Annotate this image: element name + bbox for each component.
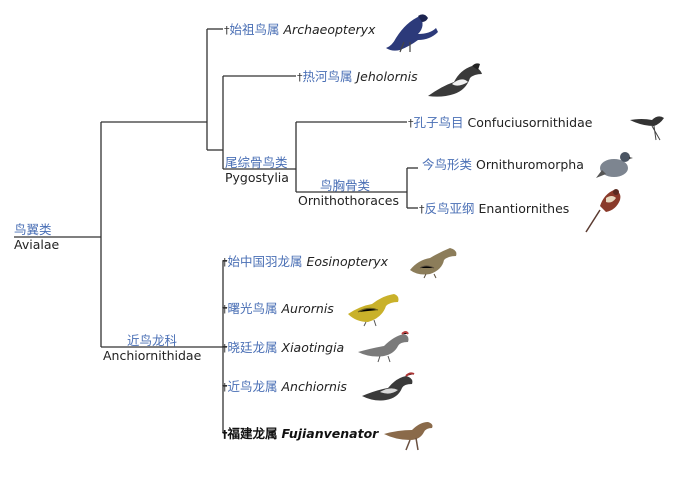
leaf-lat: Anchiornis: [281, 379, 347, 394]
leaf-ornithuromorpha: 今鸟形类 Ornithuromorpha: [422, 157, 584, 173]
leaf-lat: Enantiornithes: [478, 201, 570, 216]
extinct-dagger: †: [222, 428, 228, 441]
extinct-dagger: †: [222, 256, 228, 269]
extinct-dagger: †: [222, 303, 228, 316]
root-label-zh: 鸟翼类: [14, 222, 52, 237]
leaf-lat: Fujianvenator: [281, 426, 379, 441]
leaf-zh: 曙光鸟属: [227, 301, 278, 316]
pigeon-illustration: [596, 152, 633, 178]
aurornis-illustration: [348, 294, 399, 327]
leaf-zh: 今鸟形类: [422, 157, 473, 172]
leaf-fujianvenator: †福建龙属 Fujianvenator: [222, 426, 378, 442]
leaf-lat: Archaeopteryx: [283, 22, 376, 37]
pygostylia-label: 尾综骨鸟类 Pygostylia: [225, 155, 289, 185]
leaf-enantiornithes: †反鸟亚纲 Enantiornithes: [419, 201, 569, 217]
anchiornithidae-label-zh: 近鸟龙科: [127, 333, 178, 348]
leaf-lat: Eosinopteryx: [306, 254, 389, 269]
ornithothoraces-label-zh: 鸟胸骨类: [320, 178, 371, 193]
leaf-confuciusornithidae: †孔子鸟目 Confuciusornithidae: [408, 115, 592, 131]
leaf-zh: 晓廷龙属: [227, 340, 278, 355]
extinct-dagger: †: [222, 381, 228, 394]
fujianvenator-illustration: [384, 422, 433, 451]
ornithothoraces-label: 鸟胸骨类 Ornithothoraces: [298, 178, 399, 208]
leaf-zh: 始祖鸟属: [229, 22, 280, 37]
enantiornithine-illustration: [585, 189, 621, 233]
confuciusornis-illustration: [630, 116, 664, 141]
leaf-aurornis: †曙光鸟属 Aurornis: [222, 301, 334, 317]
pygostylia-label-zh: 尾综骨鸟类: [225, 155, 288, 170]
leaf-zh: 近鸟龙属: [227, 379, 278, 394]
leaf-lat: Aurornis: [281, 301, 334, 316]
leaf-zh: 始中国羽龙属: [227, 254, 303, 269]
leaf-eosinopteryx: †始中国羽龙属 Eosinopteryx: [222, 254, 388, 270]
ornithothoraces-label-lat: Ornithothoraces: [298, 193, 399, 208]
leaf-xiaotingia: †晓廷龙属 Xiaotingia: [222, 340, 344, 356]
extinct-dagger: †: [408, 117, 414, 130]
xiaotingia-illustration: [358, 331, 409, 363]
leaf-zh: 孔子鸟目: [413, 115, 464, 130]
extinct-dagger: †: [224, 24, 230, 37]
leaf-lat: Jeholornis: [356, 69, 418, 84]
leaf-archaeopteryx: †始祖鸟属 Archaeopteryx: [224, 22, 375, 38]
leaf-zh: 热河鸟属: [302, 69, 353, 84]
pygostylia-label-lat: Pygostylia: [225, 170, 289, 185]
root-label-lat: Avialae: [14, 237, 60, 252]
extinct-dagger: †: [419, 203, 425, 216]
anchiornis-illustration: [362, 372, 415, 401]
extinct-dagger: †: [222, 342, 228, 355]
leaf-lat: Xiaotingia: [281, 340, 345, 355]
leaf-jeholornis: †热河鸟属 Jeholornis: [297, 69, 418, 85]
leaf-zh: 反鸟亚纲: [424, 201, 475, 216]
leaf-lat: Confuciusornithidae: [467, 115, 593, 130]
jeholornis-illustration: [428, 63, 482, 97]
root-label: 鸟翼类 Avialae: [14, 222, 59, 252]
extinct-dagger: †: [297, 71, 303, 84]
archaeopteryx-illustration: [386, 14, 438, 53]
anchiornithidae-label: 近鸟龙科 Anchiornithidae: [103, 333, 201, 363]
leaf-lat: Ornithuromorpha: [476, 157, 584, 172]
leaf-zh: 福建龙属: [227, 426, 278, 441]
eosinopteryx-illustration: [410, 248, 457, 279]
leaf-anchiornis: †近鸟龙属 Anchiornis: [222, 379, 347, 395]
anchiornithidae-label-lat: Anchiornithidae: [103, 348, 202, 363]
